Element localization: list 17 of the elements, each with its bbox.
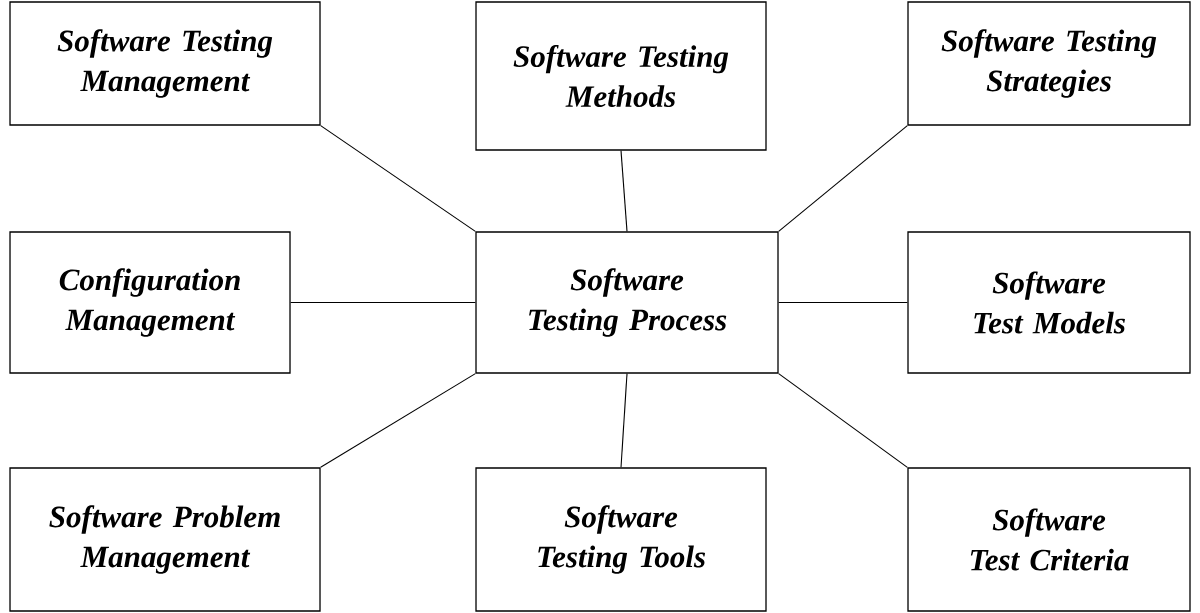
- process-box: Software Test Criteria: [907, 467, 1191, 612]
- process-box: Software Test Models: [907, 231, 1191, 374]
- process-box: Software Testing Process: [475, 231, 779, 374]
- connector-line: [778, 373, 908, 468]
- connector-line: [290, 301, 476, 304]
- process-box: Configuration Management: [9, 231, 291, 374]
- connector-line: [320, 373, 476, 468]
- process-box: Software Testing Tools: [475, 467, 767, 612]
- process-box: Software Problem Management: [9, 467, 321, 612]
- connector-line: [620, 150, 628, 232]
- connector-line: [778, 125, 908, 232]
- connector-line: [320, 125, 476, 232]
- process-box: Software Testing Management: [9, 1, 321, 126]
- connector-line: [620, 373, 628, 468]
- connector-line: [778, 301, 908, 304]
- process-box: Software Testing Methods: [475, 1, 767, 151]
- process-box: Software Testing Strategies: [907, 1, 1191, 126]
